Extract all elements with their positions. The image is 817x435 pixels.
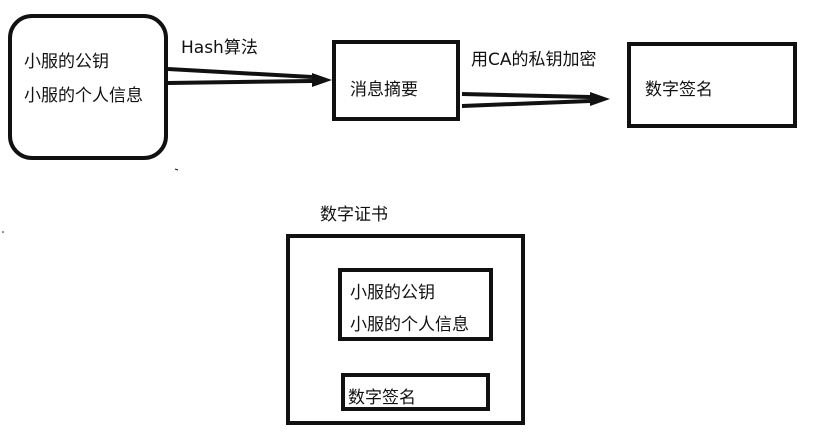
certificate-title: 数字证书 [320, 205, 388, 225]
certificate-signature-box [341, 373, 490, 411]
digital-signature-box [627, 42, 797, 128]
source-info-box [8, 14, 168, 160]
stray-marks [2, 168, 179, 233]
certificate-public-key-label: 小服的公钥 [350, 283, 435, 303]
certificate-info-box [338, 268, 493, 341]
digital-signature-label: 数字签名 [645, 80, 713, 100]
source-public-key-label: 小服的公钥 [24, 52, 109, 72]
hash-algorithm-label: Hash算法 [181, 38, 258, 58]
certificate-personal-info-label: 小服的个人信息 [350, 315, 469, 335]
ca-private-key-encryption-label: 用CA的私钥加密 [471, 50, 597, 70]
source-personal-info-label: 小服的个人信息 [24, 86, 143, 106]
encryption-arrow-icon [461, 92, 610, 108]
message-digest-label: 消息摘要 [350, 80, 418, 100]
certificate-signature-label: 数字签名 [348, 388, 416, 408]
message-digest-box [332, 40, 460, 121]
hash-arrow-icon [167, 67, 332, 87]
